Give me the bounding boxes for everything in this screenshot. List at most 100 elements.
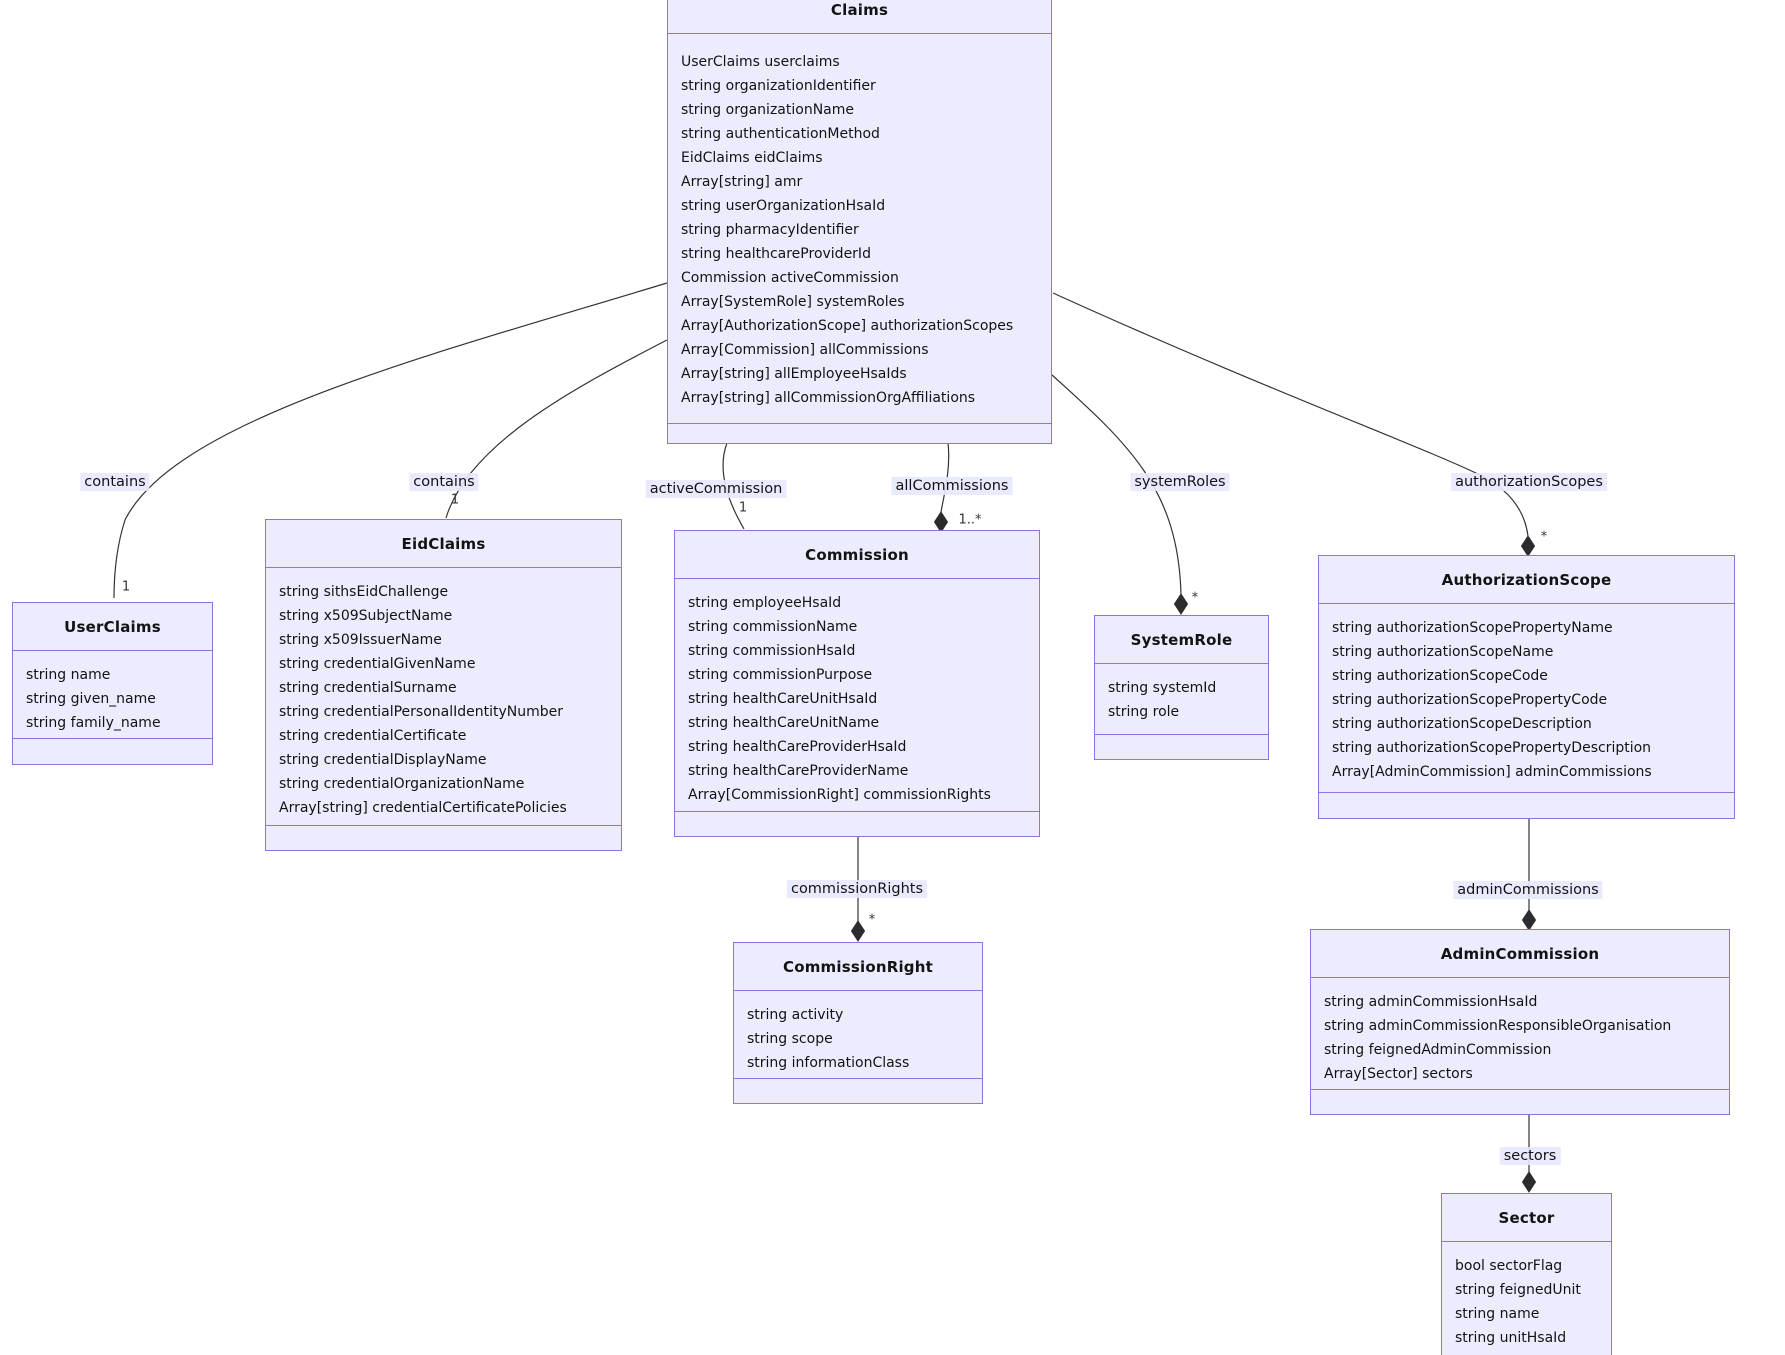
class-attribute: string credentialSurname <box>279 680 457 696</box>
class-attribute: string authorizationScopePropertyCode <box>1332 692 1608 708</box>
class-commission: Commission string employeeHsaId string com… <box>674 530 1040 837</box>
class-attribute: string role <box>1108 704 1180 720</box>
class-attribute: string credentialPersonalIdentityNumber <box>279 704 564 720</box>
multiplicity-m_eid: 1 <box>450 492 460 508</box>
class-attribute: string authorizationScopePropertyDescrip… <box>1332 740 1652 756</box>
class-attribute: string healthcareProviderId <box>681 246 871 262</box>
class-attribute: string family_name <box>26 715 161 731</box>
composition-diamond-sectors <box>1521 1171 1537 1193</box>
class-attribute: string name <box>26 667 111 683</box>
class-attribute: string activity <box>747 1007 844 1023</box>
composition-diamond-allcommissions <box>933 511 949 533</box>
class-methods-compartment <box>1319 792 1734 818</box>
class-attributes-compartment: string systemId string role <box>1095 664 1268 734</box>
class-methods-compartment <box>1095 734 1268 759</box>
class-attribute: Array[string] allEmployeeHsaIds <box>681 366 907 382</box>
class-attribute: string x509IssuerName <box>279 632 442 648</box>
class-attribute: string healthCareUnitName <box>688 715 880 731</box>
edge-label-contains_eid: contains <box>409 473 479 491</box>
class-attribute: string authorizationScopeName <box>1332 644 1554 660</box>
class-attribute: string credentialOrganizationName <box>279 776 525 792</box>
edge-claims-eidclaims <box>445 339 668 519</box>
class-methods-compartment <box>266 825 621 850</box>
class-attribute: string credentialGivenName <box>279 656 476 672</box>
class-attribute: string authenticationMethod <box>681 126 880 142</box>
edge-label-commissionRights: commissionRights <box>786 880 928 898</box>
multiplicity-m_auth: * <box>1540 529 1548 545</box>
edge-claims-systemroles <box>1051 374 1182 595</box>
class-attribute: string adminCommissionHsaId <box>1324 994 1538 1010</box>
edge-label-adminCommissions: adminCommissions <box>1453 881 1603 899</box>
class-title: AdminCommission <box>1311 930 1729 978</box>
class-attribute: Commission activeCommission <box>681 270 899 286</box>
class-attributes-compartment: string employeeHsaId string commissionNam… <box>675 579 1039 811</box>
multiplicity-m_cr: * <box>868 912 876 928</box>
class-attribute: Array[AdminCommission] adminCommissions <box>1332 764 1652 780</box>
class-attribute: string healthCareProviderHsaId <box>688 739 907 755</box>
class-title: SystemRole <box>1095 616 1268 664</box>
class-methods-compartment <box>734 1078 982 1103</box>
class-attribute: string commissionPurpose <box>688 667 873 683</box>
class-attribute: string adminCommissionResponsibleOrganis… <box>1324 1018 1672 1034</box>
edge-label-contains_user: contains <box>80 473 150 491</box>
class-attribute: string commissionName <box>688 619 858 635</box>
class-attribute: Array[Commission] allCommissions <box>681 342 929 358</box>
class-methods-compartment <box>13 738 212 764</box>
class-attribute: string authorizationScopeDescription <box>1332 716 1592 732</box>
class-attribute: string authorizationScopePropertyName <box>1332 620 1613 636</box>
composition-diamond-admincommissions <box>1521 909 1537 931</box>
class-methods-compartment <box>675 811 1039 836</box>
class-attribute: Array[CommissionRight] commissionRights <box>688 787 991 803</box>
class-attribute: string systemId <box>1108 680 1217 696</box>
class-attribute: string healthCareUnitHsaId <box>688 691 878 707</box>
edge-label-allCommissions: allCommissions <box>891 477 1013 495</box>
class-attribute: UserClaims userclaims <box>681 54 840 70</box>
class-systemrole: SystemRole string systemId string role <box>1094 615 1269 760</box>
class-attribute: Array[SystemRole] systemRoles <box>681 294 905 310</box>
class-title: Sector <box>1442 1194 1611 1242</box>
class-attribute: string authorizationScopeCode <box>1332 668 1548 684</box>
class-title: UserClaims <box>13 603 212 651</box>
class-title: EidClaims <box>266 520 621 568</box>
class-title: CommissionRight <box>734 943 982 991</box>
edge-label-authorizationScopes: authorizationScopes <box>1451 473 1607 491</box>
multiplicity-m_sys: * <box>1191 590 1199 606</box>
class-attribute: Array[AuthorizationScope] authorizationS… <box>681 318 1014 334</box>
class-attribute: string userOrganizationHsaId <box>681 198 886 214</box>
class-title: Commission <box>675 531 1039 579</box>
edge-label-systemRoles: systemRoles <box>1130 473 1230 491</box>
class-attribute: Array[Sector] sectors <box>1324 1066 1473 1082</box>
edge-claims-userclaims <box>113 282 668 599</box>
class-attribute: string commissionHsaId <box>688 643 856 659</box>
class-attribute: string given_name <box>26 691 156 707</box>
class-attribute: string pharmacyIdentifier <box>681 222 859 238</box>
class-admincommission: AdminCommission string adminCommissionHsa… <box>1310 929 1730 1115</box>
class-attribute: string sithsEidChallenge <box>279 584 449 600</box>
class-attribute: string credentialCertificate <box>279 728 467 744</box>
edge-label-activeCommission: activeCommission <box>645 480 787 498</box>
class-attribute: string organizationName <box>681 102 854 118</box>
class-attributes-compartment: string authorizationScopePropertyName str… <box>1319 604 1734 792</box>
multiplicity-m_all: 1..* <box>958 512 982 528</box>
multiplicity-m_active: 1 <box>738 500 748 516</box>
class-attribute: string credentialDisplayName <box>279 752 487 768</box>
class-attribute: string name <box>1455 1306 1540 1322</box>
class-attribute: Array[string] allCommissionOrgAffiliatio… <box>681 390 976 406</box>
class-attribute: string employeeHsaId <box>688 595 842 611</box>
composition-diamond-authorizationscopes <box>1520 535 1536 557</box>
class-attribute: bool sectorFlag <box>1455 1258 1563 1274</box>
class-title: AuthorizationScope <box>1319 556 1734 604</box>
class-attribute: string informationClass <box>747 1055 910 1071</box>
class-title: Claims <box>668 0 1051 34</box>
class-attributes-compartment: UserClaims userclaims string organization… <box>668 34 1051 423</box>
